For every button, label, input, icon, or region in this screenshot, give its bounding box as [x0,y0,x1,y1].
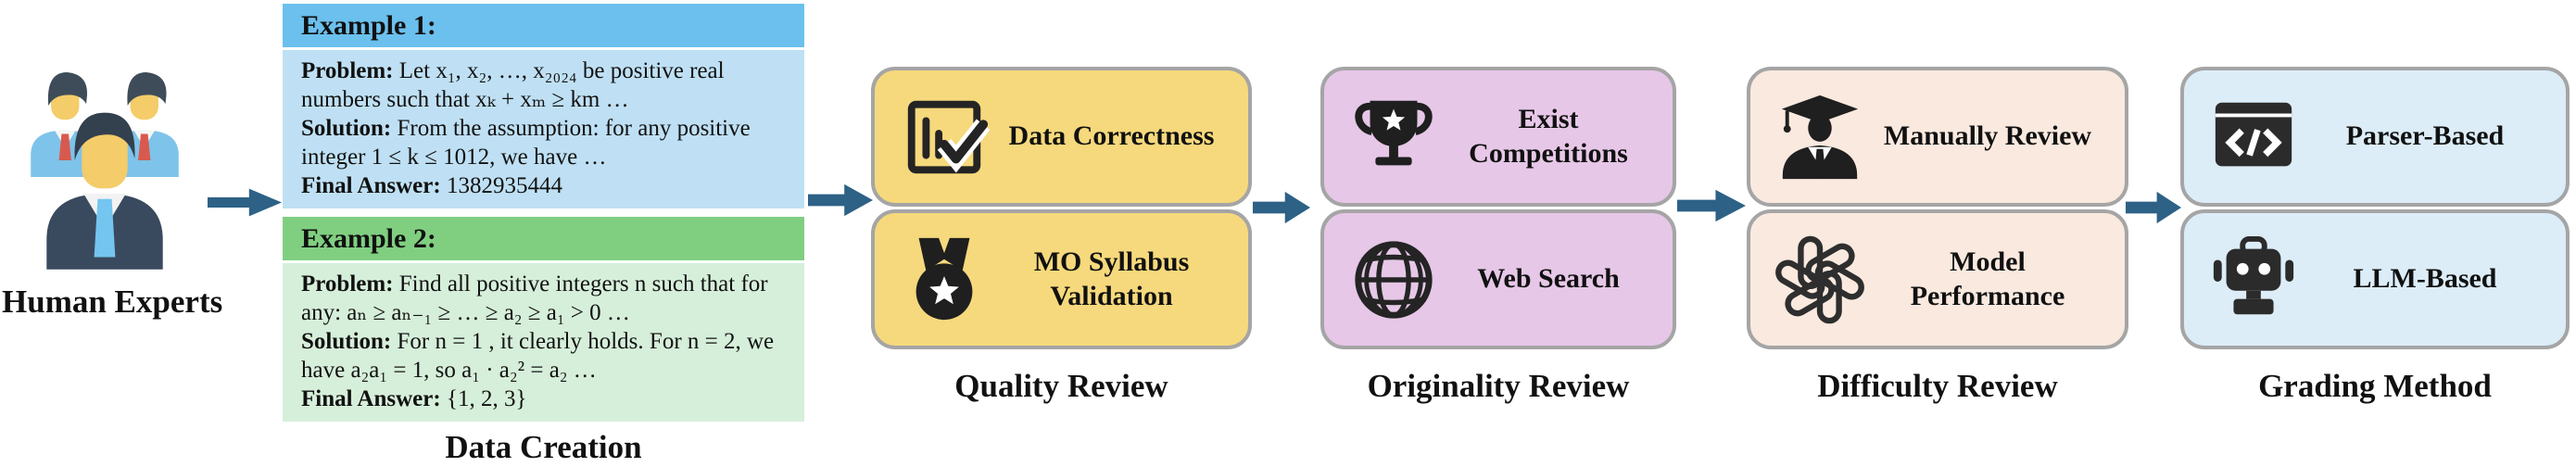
flow-arrow-2 [808,183,873,218]
box-label: LLM-Based [2353,263,2497,295]
stage-grading-method: Parser-Based LLM-Based [2180,67,2570,405]
flow-arrow-5 [2126,190,2181,225]
parser-based-box: Parser-Based [2180,67,2570,207]
checklist-icon [899,92,990,183]
web-search-box: Web Search [1320,209,1676,349]
model-performance-box: Model Performance [1747,209,2128,349]
box-label: Model Performance [1910,246,2065,311]
box-label: Data Correctness [1008,120,1215,152]
box-label: Parser-Based [2345,120,2505,152]
flow-arrow-1 [208,187,282,218]
openai-icon [1774,234,1865,325]
stage-difficulty-review: Manually Review Model Performance Diffic… [1747,67,2128,405]
example-1-title: Example 1: [283,4,804,47]
stage-quality-review: Data Correctness MO Syllabus Validation … [871,67,1252,405]
data-creation-panel: Example 1: Problem: Let x₁, x₂, …, x₂₀₂₄… [283,4,804,466]
robot-icon [2208,234,2299,325]
example-1-final-answer: Final Answer: 1382935444 [301,173,562,198]
human-experts-label: Human Experts [2,284,223,320]
globe-icon [1348,234,1439,325]
exist-competitions-box: Exist Competitions [1320,67,1676,207]
flow-arrow-3 [1253,190,1310,225]
stage-originality-review: Exist Competitions Web Search Originalit… [1320,67,1676,405]
flow-arrow-4 [1677,188,1746,223]
box-label: Manually Review [1883,120,2092,152]
example-2-problem: Problem: Find all positive integers n su… [301,271,768,325]
human-experts-group: Human Experts [2,48,223,321]
mo-syllabus-validation-box: MO Syllabus Validation [871,209,1252,349]
originality-review-label: Originality Review [1367,368,1630,404]
box-label: Exist Competitions [1469,103,1628,169]
example-1-problem: Problem: Let x₁, x₂, …, x₂₀₂₄ be positiv… [301,58,725,112]
box-label: Web Search [1477,263,1620,295]
graduate-icon [1774,92,1865,183]
example-2-solution: Solution: For n = 1 , it clearly holds. … [301,329,775,383]
example-2-final-answer: Final Answer: {1, 2, 3} [301,386,527,411]
medal-icon [899,234,990,325]
example-2-title: Example 2: [283,217,804,260]
grading-method-label: Grading Method [2258,368,2492,404]
example-1-solution: Solution: From the assumption: for any p… [301,116,751,170]
difficulty-review-label: Difficulty Review [1817,368,2058,404]
data-correctness-box: Data Correctness [871,67,1252,207]
example-2-card: Example 2: Problem: Find all positive in… [283,217,804,422]
example-2-body: Problem: Find all positive integers n su… [283,263,804,422]
trophy-icon [1348,92,1439,183]
example-1-body: Problem: Let x₁, x₂, …, x₂₀₂₄ be positiv… [283,50,804,208]
code-window-icon [2208,92,2299,183]
data-creation-label: Data Creation [445,429,642,465]
people-group-icon [31,71,179,270]
quality-review-label: Quality Review [954,368,1168,404]
manually-review-box: Manually Review [1747,67,2128,207]
example-1-card: Example 1: Problem: Let x₁, x₂, …, x₂₀₂₄… [283,4,804,208]
box-label: MO Syllabus Validation [1033,246,1190,311]
llm-based-box: LLM-Based [2180,209,2570,349]
